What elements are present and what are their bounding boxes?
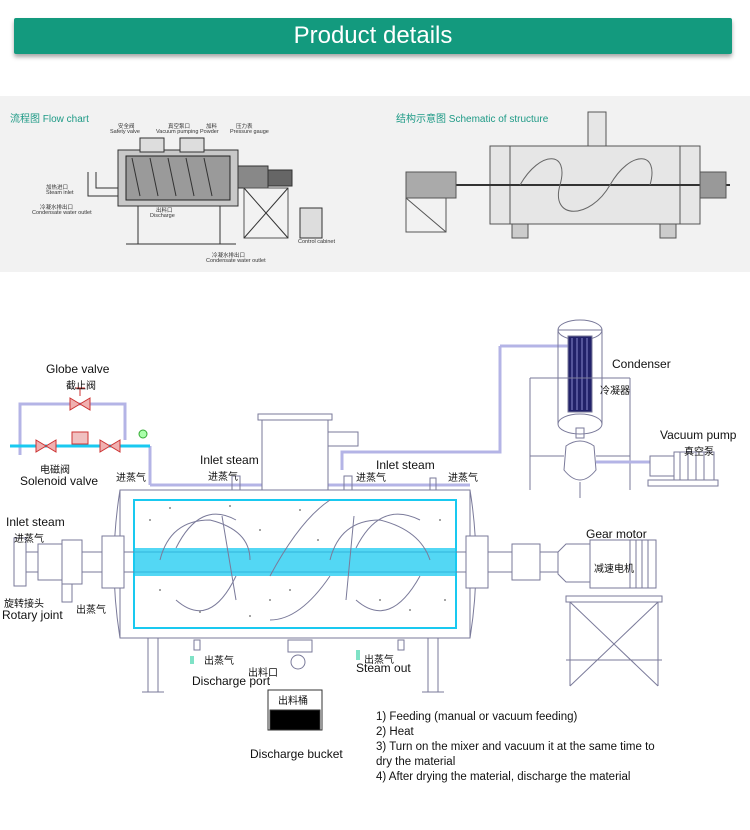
discharge-port-label: Discharge port (192, 674, 271, 688)
flow-label: Control cabinet (298, 239, 335, 245)
dryer-vessel (13, 413, 563, 693)
solenoid-valve-label: Solenoid valve (20, 474, 99, 488)
flow-label: Condensate water outlet (206, 258, 266, 264)
gear-motor-cn-label: 减速电机 (594, 564, 634, 575)
schematic-drawing (405, 111, 730, 239)
globe-valve-cn-label: 截止阀 (66, 381, 96, 392)
gauge-icon (138, 429, 148, 439)
flow-label: Powder (200, 129, 219, 135)
solenoid-valve-icon (35, 431, 121, 453)
flow-label: Steam inlet (46, 190, 74, 196)
flow-label: 真空泵口 (168, 124, 191, 130)
flow-label: 加料 (206, 124, 218, 130)
flow-label: Pressure gauge (230, 129, 269, 135)
inlet-steam-cn-label: 进蒸气 (448, 473, 478, 484)
discharge-bucket-label: Discharge bucket (250, 747, 343, 761)
inlet-steam-left-cn-label: 进蒸气 (14, 534, 44, 545)
process-step: dry the material (376, 756, 456, 768)
steam-out-cn-label: 出蒸气 (204, 656, 234, 667)
flow-label: Vacuum pumping (156, 129, 199, 135)
discharge-bucket (267, 689, 323, 731)
globe-valve-label: Globe valve (46, 362, 110, 376)
flow-label: 冷凝水排出口 (212, 253, 246, 259)
inlet-steam-cn-label: 进蒸气 (356, 473, 386, 484)
page-title: Product details (293, 22, 453, 49)
rotary-joint-label: Rotary joint (2, 608, 63, 622)
steam-out-cn-label: 出蒸气 (76, 605, 106, 616)
inlet-steam-label: Inlet steam (200, 453, 259, 467)
condenser-cn-label: 冷凝器 (600, 386, 630, 397)
flow-label: Safety valve (110, 129, 140, 135)
solenoid-valve-cn-label: 电磁阀 (40, 465, 70, 476)
flow-chart-drawing (87, 137, 323, 245)
inlet-steam-cn-label: 进蒸气 (208, 472, 238, 483)
globe-valve-icon (69, 387, 91, 411)
schematic-title: 结构示意图 Schematic of structure (396, 114, 549, 125)
flow-label: Condensate water outlet (32, 210, 92, 216)
gear-motor-label: Gear motor (586, 527, 647, 541)
flow-label: 冷凝水排出口 (40, 205, 74, 211)
discharge-bucket-cn-label: 出料桶 (278, 696, 308, 707)
process-step: 4) After drying the material, discharge … (376, 771, 631, 783)
rotary-joint-cn-label: 旋转接头 (4, 599, 44, 610)
process-steps: 1) Feeding (manual or vacuum feeding) 2)… (376, 710, 655, 785)
gear-motor (557, 539, 663, 687)
vacuum-pump-label: Vacuum pump (660, 428, 737, 442)
process-step: 3) Turn on the mixer and vacuum it at th… (376, 741, 655, 753)
material-particles (149, 505, 446, 617)
condenser (529, 319, 631, 498)
flow-label: 安全阀 (118, 124, 135, 130)
marker-dots (190, 650, 360, 664)
steam-out-label: Steam out (356, 661, 411, 675)
inlet-steam-cn-label: 进蒸气 (116, 473, 146, 484)
flow-chart-title: 流程图 Flow chart (10, 114, 89, 125)
process-step: 1) Feeding (manual or vacuum feeding) (376, 711, 578, 723)
vacuum-pump (596, 451, 719, 487)
condenser-label: Condenser (612, 357, 671, 371)
inlet-steam-left-label: Inlet steam (6, 515, 65, 529)
page-title-banner: Product details (14, 18, 732, 54)
vacuum-pump-cn-label: 真空泵 (684, 447, 714, 458)
flow-label: Discharge (150, 213, 175, 219)
flow-label: 压力表 (236, 124, 253, 130)
discharge-port-cn-label: 出料口 (248, 668, 278, 679)
flow-label: 加热进口 (46, 185, 69, 191)
process-step: 2) Heat (376, 726, 414, 738)
steam-out-cn-label: 出蒸气 (364, 655, 394, 666)
flow-label: 出料口 (156, 208, 173, 214)
inlet-steam-label: Inlet steam (376, 458, 435, 472)
